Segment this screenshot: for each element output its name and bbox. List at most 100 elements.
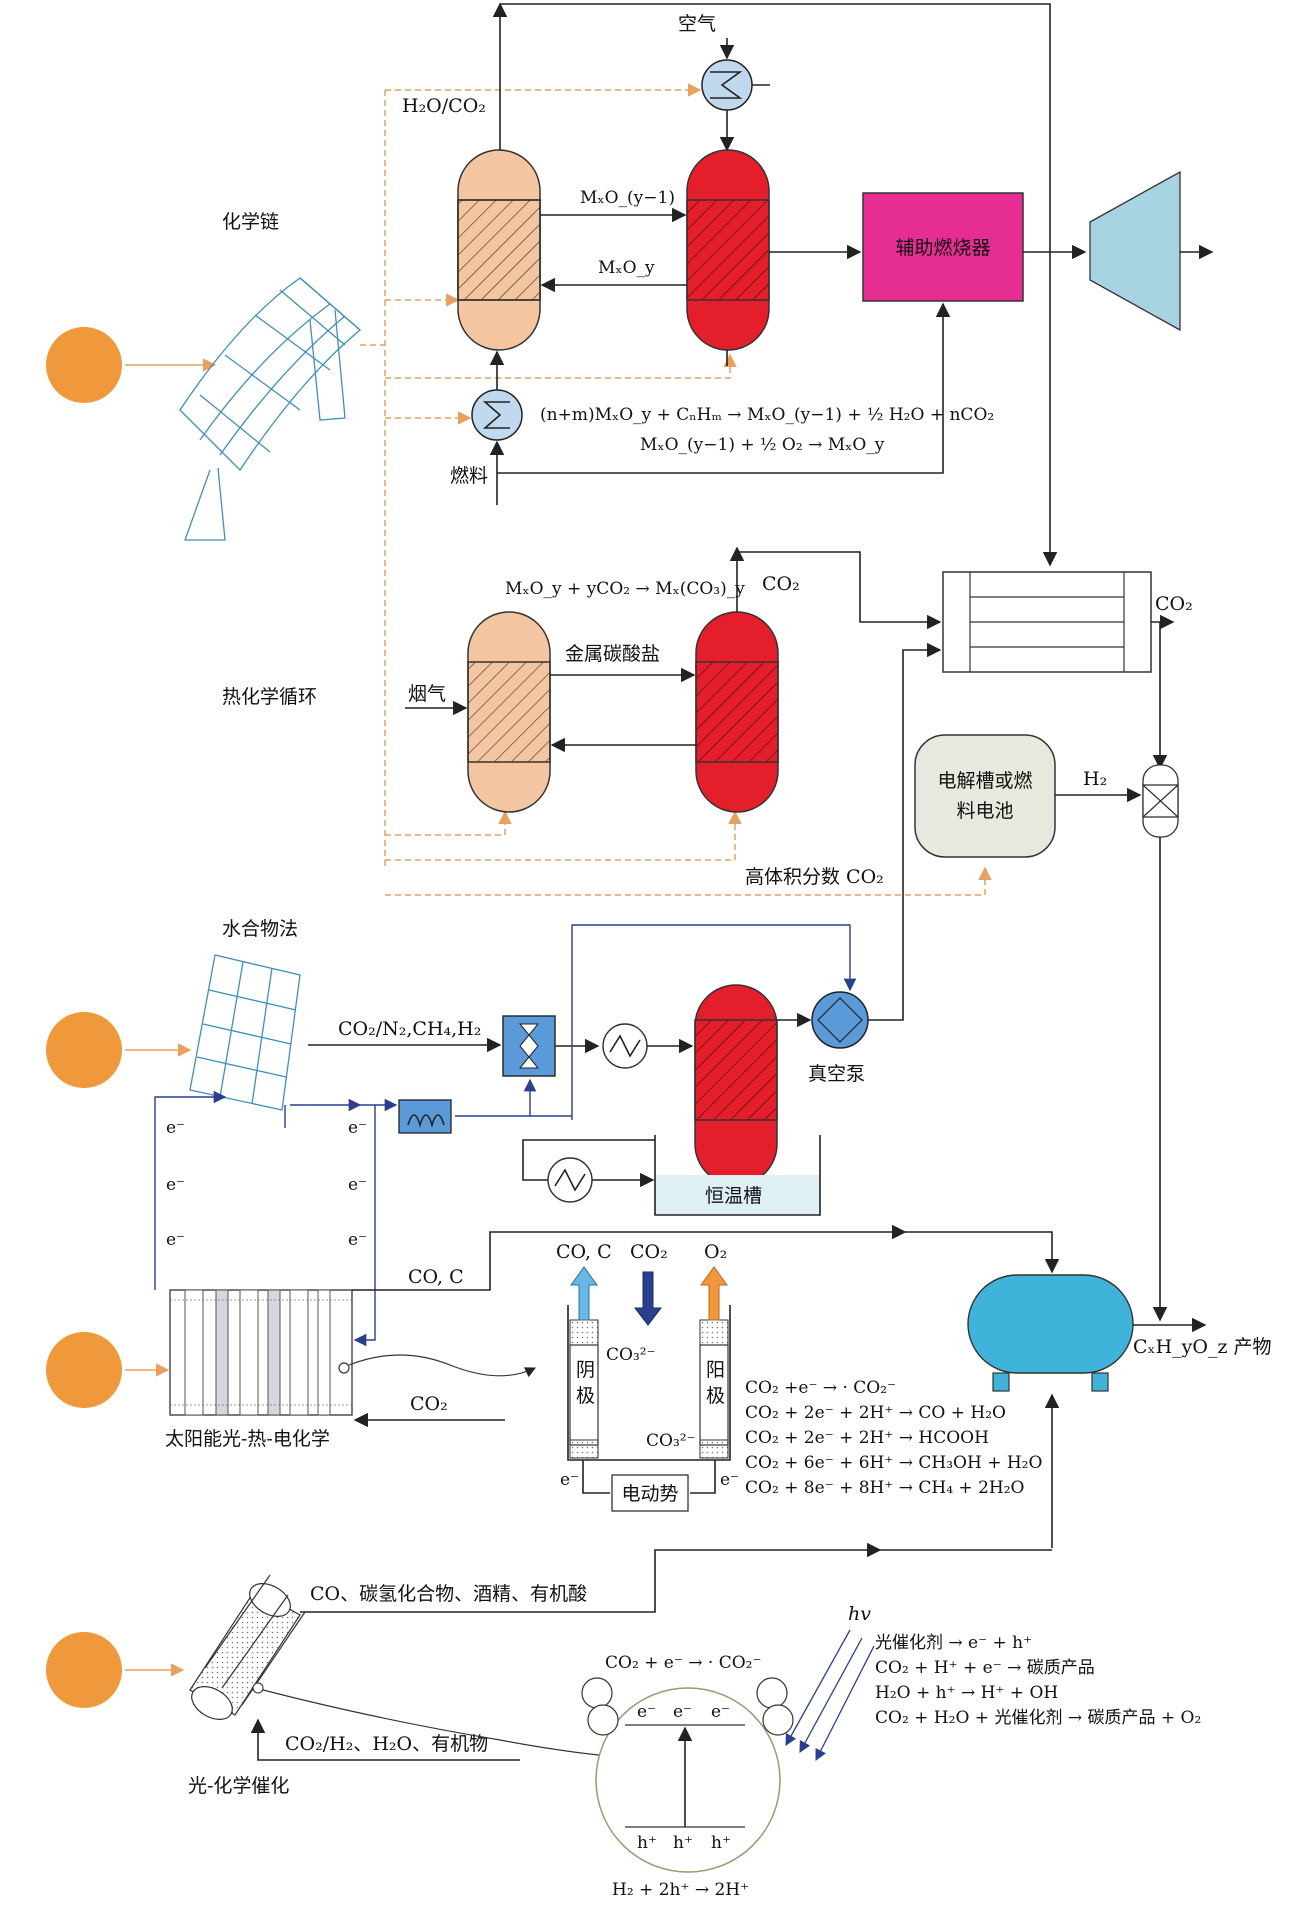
pc-eq-3: H₂O + h⁺ → H⁺ + OH (875, 1683, 1058, 1703)
thermostat-label: 恒温槽 (705, 1185, 762, 1207)
sun-icon-3 (46, 1332, 122, 1408)
photo-reactor-icon (189, 1574, 306, 1720)
co2-label-b: CO₂ (1155, 593, 1193, 615)
fuel-reactor (457, 149, 541, 351)
electrochemical-cell (567, 1305, 731, 1461)
high-co2-label: 高体积分数 CO₂ (745, 866, 884, 888)
co2-heat-exchanger (942, 571, 1152, 673)
anode-label-1: 阳 (706, 1359, 725, 1381)
connector-node (338, 1362, 350, 1374)
product-tank (967, 1274, 1134, 1392)
air-label: 空气 (678, 13, 716, 35)
sun-icon-2 (46, 1012, 122, 1088)
co2-in-arrow (633, 1271, 663, 1326)
ec-eq-1: CO₂ +e⁻ → · CO₂⁻ (745, 1378, 896, 1398)
h-band-1: h⁺ (637, 1833, 657, 1853)
photo-feed-label: CO₂/H₂、H₂O、有机物 (285, 1733, 488, 1755)
cathode-label-2: 极 (576, 1385, 595, 1407)
vacuum-pump-icon (811, 991, 869, 1049)
pc-eq-1: 光催化剂 → e⁻ + h⁺ (875, 1633, 1032, 1653)
e-label-5: e⁻ (348, 1175, 367, 1195)
pc-eq-4: CO₂ + H₂O + 光催化剂 → 碳质产品 + O₂ (875, 1708, 1201, 1728)
ec-eq-3: CO₂ + 2e⁻ + 2H⁺ → HCOOH (745, 1428, 989, 1448)
methanation-reactor (1142, 764, 1179, 838)
sun-icon (46, 327, 122, 403)
eq-carbonation: MₓO_y + yCO₂ → Mₓ(CO₃)_y (505, 579, 745, 599)
flue-gas-label: 烟气 (408, 683, 446, 705)
ec-eq-2: CO₂ + 2e⁻ + 2H⁺ → CO + H₂O (745, 1403, 1006, 1423)
mxoy1-label: MₓO_(y−1) (580, 188, 675, 208)
vacuum-pump-label: 真空泵 (808, 1063, 865, 1085)
sun-icon-4 (46, 1632, 122, 1708)
solar-pte-section: e⁻ e⁻ e⁻ e⁻ e⁻ e⁻ 太阳能光-热-电化学 CO, C CO₂ (46, 1090, 1272, 1548)
e-band-3: e⁻ (711, 1702, 730, 1722)
co-c-top-label: CO, C (556, 1241, 612, 1263)
anode-label-2: 极 (706, 1385, 725, 1407)
pc-top-eq: CO₂ + e⁻ → · CO₂⁻ (605, 1653, 761, 1673)
aux-burner-label: 辅助燃烧器 (895, 237, 990, 259)
e-label-2: e⁻ (166, 1175, 185, 1195)
co-c-out-arrow (570, 1266, 598, 1321)
co2-molecule-left-1 (581, 1677, 613, 1709)
ec-eq-4: CO₂ + 6e⁻ + 6H⁺ → CH₃OH + H₂O (745, 1453, 1042, 1473)
co2-in-label: CO₂ (410, 1393, 448, 1415)
emf-box (611, 1474, 689, 1512)
chemical-looping-section: 化学链 空气 MₓO (46, 2, 1214, 896)
light-ray-1 (785, 1629, 851, 1747)
electrolyzer-label-2: 料电池 (956, 800, 1013, 822)
h-band-2: h⁺ (673, 1833, 693, 1853)
e-label-1: e⁻ (166, 1118, 185, 1138)
ec-eq-5: CO₂ + 8e⁻ + 8H⁺ → CH₄ + 2H₂O (745, 1478, 1024, 1498)
mxoy-label: MₓO_y (598, 258, 655, 278)
trough-collector-icon (179, 277, 362, 541)
co3-label-a: CO₃²⁻ (606, 1345, 656, 1365)
fuel-label: 燃料 (450, 465, 488, 487)
o2-top-label: O₂ (704, 1241, 727, 1263)
electrolyzer-label-1: 电解槽或燃 (937, 770, 1032, 792)
o2-out-arrow (700, 1266, 728, 1321)
co2-molecule-right-2 (762, 1704, 794, 1736)
eq-loop-2: MₓO_(y−1) + ½ O₂ → MₓO_y (640, 435, 885, 455)
eq-loop-1: (n+m)MₓO_y + CₙHₘ → MₓO_(y−1) + ½ H₂O + … (540, 405, 994, 425)
metal-carbonate-label: 金属碳酸盐 (565, 643, 660, 665)
h2o-co2-label: H₂O/CO₂ (402, 95, 486, 117)
photocatalysis-section: 光-化学催化 CO、碳氢化合物、酒精、有机酸 CO₂/H₂、H₂O、有机物 e⁻… (46, 1542, 1201, 1900)
co-c-label: CO, C (408, 1266, 464, 1288)
thermostat-bath (655, 1175, 820, 1215)
e-band-1: e⁻ (637, 1702, 656, 1722)
solar-pte-label: 太阳能光-热-电化学 (165, 1428, 330, 1450)
co3-label-b: CO₃²⁻ (646, 1431, 696, 1451)
photo-cat-label: 光-化学催化 (188, 1775, 289, 1797)
thermo-cycle-label: 热化学循环 (222, 686, 317, 708)
hv-label: hv (848, 1603, 871, 1625)
light-ray-2 (799, 1637, 863, 1754)
carbonator-reactor (467, 611, 551, 813)
h2-label: H₂ (1083, 768, 1107, 790)
feed-gas-label: CO₂/N₂,CH₄,H₂ (338, 1018, 481, 1040)
ec-equations: CO₂ +e⁻ → · CO₂⁻ CO₂ + 2e⁻ + 2H⁺ → CO + … (745, 1378, 1042, 1498)
e-label-4: e⁻ (348, 1118, 367, 1138)
pc-equations: 光催化剂 → e⁻ + h⁺ CO₂ + H⁺ + e⁻ → 碳质产品 H₂O … (875, 1633, 1201, 1728)
electrolyzer (914, 734, 1056, 858)
catalyst-particle (595, 1687, 781, 1873)
e-label-3: e⁻ (166, 1230, 185, 1250)
pv-panel-icon (189, 954, 301, 1111)
e-left-label: e⁻ (560, 1470, 579, 1490)
h2-eq: H₂ + 2h⁺ → 2H⁺ (612, 1880, 749, 1900)
co2-top-label: CO₂ (630, 1241, 668, 1263)
heat-distribution-lines (360, 83, 992, 896)
aux-burner (862, 192, 1024, 302)
thermochemical-cycle-section: MₓO_y + yCO₂ → Mₓ(CO₃)_y 热化学循环 金属碳酸盐 烟气 … (222, 546, 1193, 1322)
pte-reactor (169, 1289, 353, 1416)
hydrate-label: 水合物法 (222, 918, 298, 940)
h-band-3: h⁺ (711, 1833, 731, 1853)
cathode-label-1: 阴 (576, 1359, 595, 1381)
fuel-heat-exchanger (471, 389, 523, 441)
co2-molecule-right-1 (756, 1677, 788, 1709)
air-heat-exchanger (701, 59, 753, 111)
e-right-label: e⁻ (720, 1470, 739, 1490)
photo-products-label: CO、碳氢化合物、酒精、有机酸 (310, 1583, 587, 1605)
e-band-2: e⁻ (673, 1702, 692, 1722)
co2-molecule-left-2 (587, 1704, 619, 1736)
